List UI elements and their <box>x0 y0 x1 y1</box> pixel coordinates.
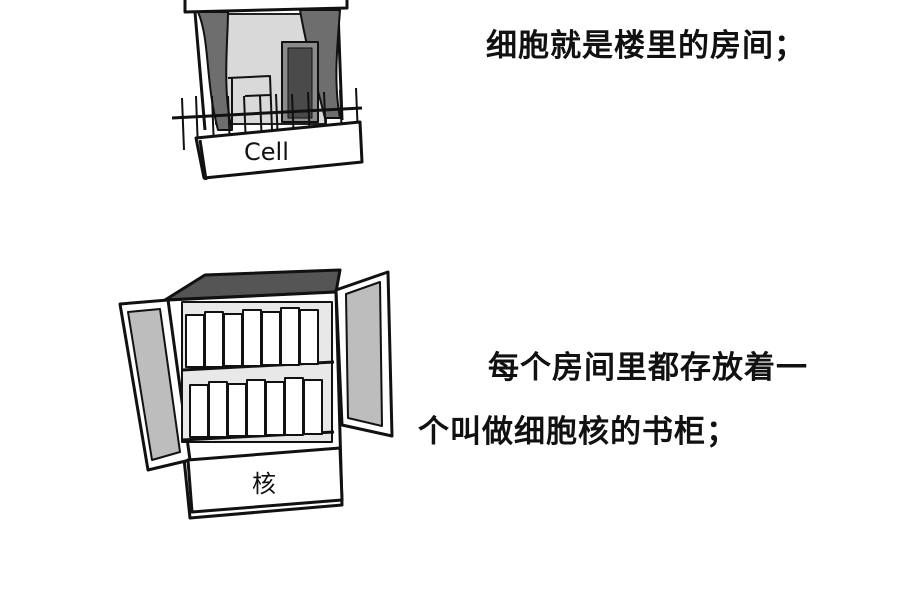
cell-sign-label: Cell <box>244 138 289 166</box>
caption-top: 细胞就是楼里的房间； <box>486 28 806 64</box>
caption-bottom-line1: 每个房间里都存放着一 <box>488 350 808 386</box>
bookcase-illustration <box>118 268 394 520</box>
window-room-illustration <box>171 0 364 181</box>
drawer-label: 核 <box>252 470 276 498</box>
caption-bottom-line2: 个叫做细胞核的书柜； <box>418 414 738 450</box>
